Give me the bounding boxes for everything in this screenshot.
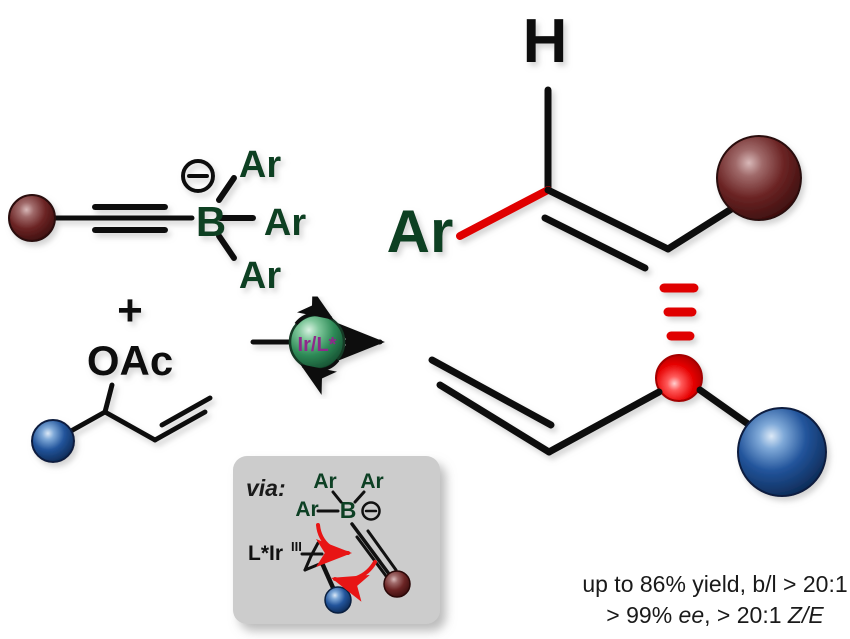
inset-boron-label: B (340, 497, 357, 523)
product-vinyl-double-bond (428, 356, 555, 429)
results-line-2-part-1: > 99% (606, 602, 678, 628)
plus-sign: + (117, 286, 143, 335)
product-allyl-bond (436, 381, 553, 456)
brown-sphere-product (716, 135, 802, 221)
results-line-2-part-2: , > 20:1 (704, 602, 788, 628)
inset-curved-arrow-top (315, 523, 352, 567)
inset-brown-sphere (383, 570, 411, 598)
boron-aryl-bond-bottom (216, 233, 237, 261)
inset-negative-charge (361, 501, 381, 521)
acetate-to-carbon-bond (102, 382, 115, 415)
inset-aryl-label-top-left: Ar (313, 470, 336, 493)
alkynyl-borate-reactant: B Ar Ar Ar (8, 144, 306, 297)
blue-sphere-product (737, 407, 827, 497)
aryl-label-top: Ar (239, 144, 281, 186)
stereocenter-blue-bond (696, 386, 752, 428)
results-ze-label: Z/E (787, 602, 824, 628)
aryl-vinyl-bond (456, 186, 552, 240)
product-aryl-label: Ar (387, 198, 454, 265)
results-line-1: up to 86% yield, b/l > 20:1 (582, 571, 847, 597)
brown-sphere-reactant (8, 194, 56, 242)
allylic-acetate-reactant: OAc (31, 337, 213, 463)
inset-aryl-label-left: Ar (295, 498, 318, 521)
catalyst-label: Ir/L* (298, 334, 337, 356)
aryl-label-right: Ar (264, 202, 306, 244)
catalytic-cycle-arrow-top (294, 289, 334, 326)
inset-curved-arrow-bottom (331, 560, 377, 602)
alkene-to-brown-sphere-bond (664, 204, 737, 253)
alkene-bond-outer (544, 186, 672, 253)
inset-boron-aryl-bond-2 (353, 490, 366, 504)
inset-aryl-label-top-right: Ar (360, 470, 383, 493)
aryl-label-bottom: Ar (239, 255, 281, 297)
stereocenter-allyl-bond (545, 388, 663, 456)
inset-alkyne-line-3 (366, 529, 398, 572)
inset-allyl-bond-b (303, 554, 313, 572)
allyl-bond-1 (102, 409, 158, 443)
inset-metal-label: L*Ir (248, 542, 283, 565)
inset-alkyne-line-2 (355, 535, 388, 578)
catalytic-cycle-arrow-bottom (300, 358, 340, 395)
boron-label: B (196, 198, 226, 245)
reaction-arrow-group: Ir/L* (250, 289, 385, 395)
allyl-double-bond-inner (159, 395, 213, 428)
via-label: via: (246, 475, 286, 501)
alkene-bond-inner (541, 214, 649, 272)
stereo-dash-bond (659, 283, 699, 341)
inset-metal-oxidation-state: III (291, 539, 302, 554)
inset-blue-sphere (324, 586, 352, 614)
via-inset-panel: via: Ar Ar Ar B L*Ir III (233, 456, 440, 624)
hydrogen-label: H (523, 7, 568, 76)
inset-alkyne-center (350, 522, 394, 580)
results-line-2: > 99% ee, > 20:1 Z/E (606, 602, 824, 628)
results-ee-label: ee (679, 602, 705, 628)
borate-negative-charge (181, 159, 215, 193)
boron-aryl-bond-top (216, 175, 237, 203)
allyl-bond-2 (152, 409, 208, 443)
product-structure: H Ar (387, 7, 827, 497)
red-stereocenter-sphere (655, 354, 703, 402)
oac-label: OAc (87, 337, 173, 384)
results-text-group: up to 86% yield, b/l > 20:1 > 99% ee, > … (582, 571, 847, 628)
blue-sphere-reactant (31, 419, 75, 463)
inset-boron-aryl-bond-1 (331, 490, 343, 504)
